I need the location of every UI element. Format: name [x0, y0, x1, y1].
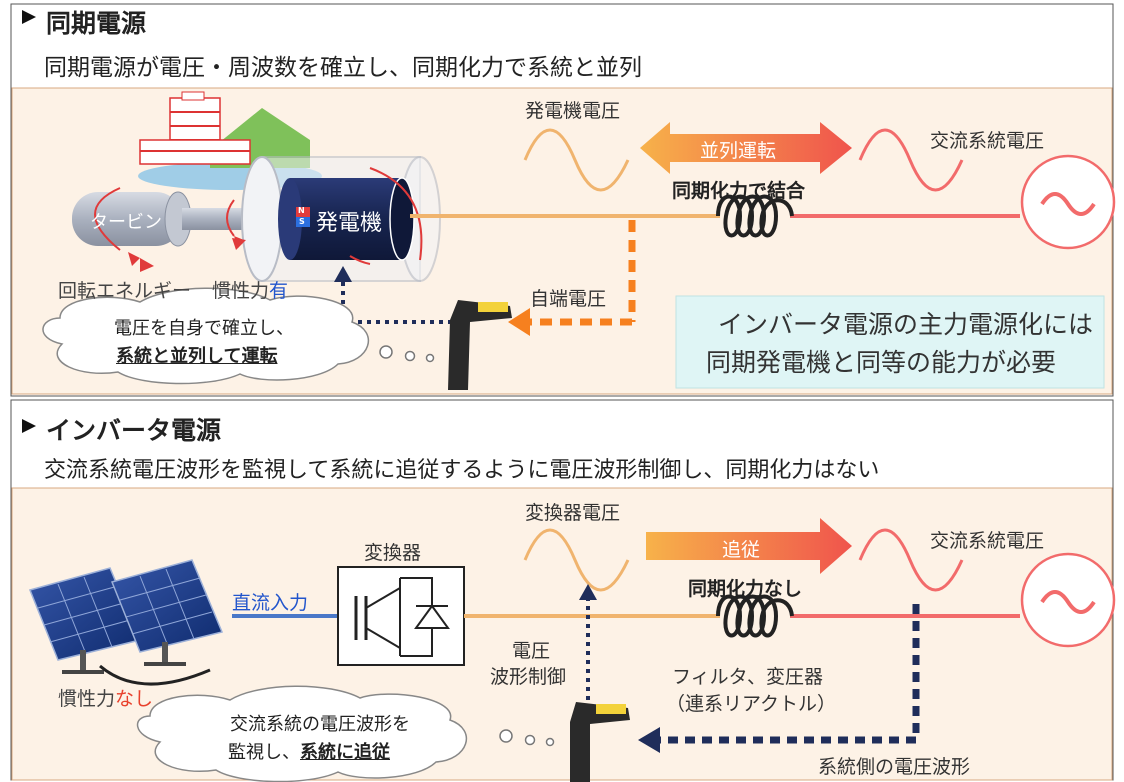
turbine-label: タービン: [90, 212, 162, 233]
magnet-south-icon: [296, 217, 310, 227]
no-sync-label: 同期化力なし: [688, 578, 803, 600]
navy-arrowhead-icon: [638, 727, 660, 753]
section1-heading: 同期電源: [46, 9, 147, 38]
magnet-north-icon: [296, 207, 310, 217]
magnet-s-label: S: [299, 217, 305, 226]
navy-arrowhead-icon: [579, 584, 597, 600]
grid-waveform: [858, 128, 964, 192]
rotation-arrows: [94, 167, 423, 266]
coil-icon-2: [716, 594, 794, 638]
converter-voltage-label: 変換器電圧: [525, 502, 621, 524]
terminal-voltage-label: 自端電圧: [530, 288, 607, 310]
voltage-control-line2: 波形制御: [490, 666, 567, 688]
inertia-label-2: 慣性力なし: [58, 688, 154, 710]
thought-line1: 電圧を自身で確立し、: [114, 318, 294, 339]
inertia-label: 慣性力有: [212, 280, 289, 302]
filter-line1: フィルタ、変圧器: [672, 666, 824, 688]
grid-waveform-2: [858, 528, 964, 592]
thought2-line2: 監視し、系統に追従: [228, 742, 390, 763]
magnet-n-label: N: [298, 206, 305, 215]
generator-rotor: [278, 177, 415, 261]
converter-icon: [337, 566, 465, 666]
converter-label: 変換器: [364, 542, 422, 564]
rotation-arrowhead-icon: [232, 238, 246, 250]
voltage-control-line1: 電圧: [512, 640, 551, 662]
grid-waveform-label: 系統側の電圧波形: [818, 756, 971, 778]
parallel-double-arrow: [640, 122, 852, 174]
ac-wave-symbol: [1040, 192, 1096, 216]
generator-waveform: [523, 128, 630, 192]
solar-panel-icon: [28, 559, 224, 686]
note-line1: インバータ電源の主力電源化には: [718, 310, 1094, 339]
thought-line2: 系統と並列して運転: [116, 346, 278, 367]
rotation-arrowhead-icon: [140, 258, 154, 272]
sync-coupling-label: 同期化力で結合: [672, 180, 806, 202]
rotational-energy-label: 回転エネルギー: [58, 280, 192, 302]
filter-line2: （連系リアクトル）: [666, 693, 837, 715]
section2-heading: インバータ電源: [46, 416, 222, 445]
operator-figure-icon: [448, 300, 512, 390]
follow-label: 追従: [722, 539, 761, 561]
section1-bullet-icon: [22, 10, 36, 24]
grid-voltage-label: 交流系統電圧: [930, 130, 1045, 152]
note-box: [675, 295, 1105, 389]
generator-voltage-label: 発電機電圧: [525, 100, 621, 122]
follow-arrow: [646, 518, 852, 574]
converter-waveform: [523, 528, 630, 592]
coil-icon: [716, 194, 794, 238]
grid-voltage-label-2: 交流系統電圧: [930, 530, 1045, 552]
parallel-operation-label: 並列運転: [700, 140, 777, 162]
section2-bullet-icon: [22, 419, 36, 433]
section1-subtitle: 同期電源が電圧・周波数を確立し、同期化力で系統と並列: [44, 55, 642, 81]
generator-label: 発電機: [316, 211, 383, 236]
ac-wave-symbol-2: [1040, 590, 1096, 614]
thought-cloud: [42, 287, 435, 385]
thought2-line1: 交流系統の電圧波形を: [230, 714, 410, 735]
orange-arrowhead-icon: [508, 308, 530, 336]
section2-subtitle: 交流系統電圧波形を監視して系統に追従するように電圧波形制御し、同期化力はない: [44, 458, 880, 483]
thought-cloud-2: [136, 685, 555, 782]
note-line2: 同期発電機と同等の能力が必要: [706, 348, 1057, 377]
navy-arrowhead-icon: [334, 266, 352, 282]
dc-input-label: 直流入力: [232, 592, 309, 614]
operator-figure-icon-2: [570, 702, 630, 782]
